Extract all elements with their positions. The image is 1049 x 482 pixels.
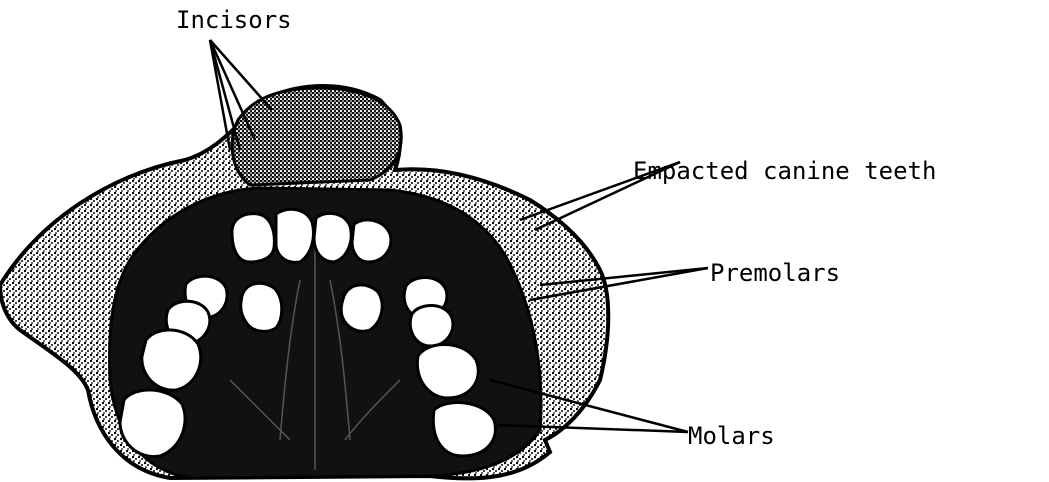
molars-label: Molars: [688, 424, 775, 448]
incisors-label: Incisors: [176, 8, 292, 32]
gum-tissue: [0, 86, 608, 478]
premolars-label: Premolars: [710, 261, 840, 285]
canine-teeth-label: Empacted canine teeth: [633, 159, 936, 183]
